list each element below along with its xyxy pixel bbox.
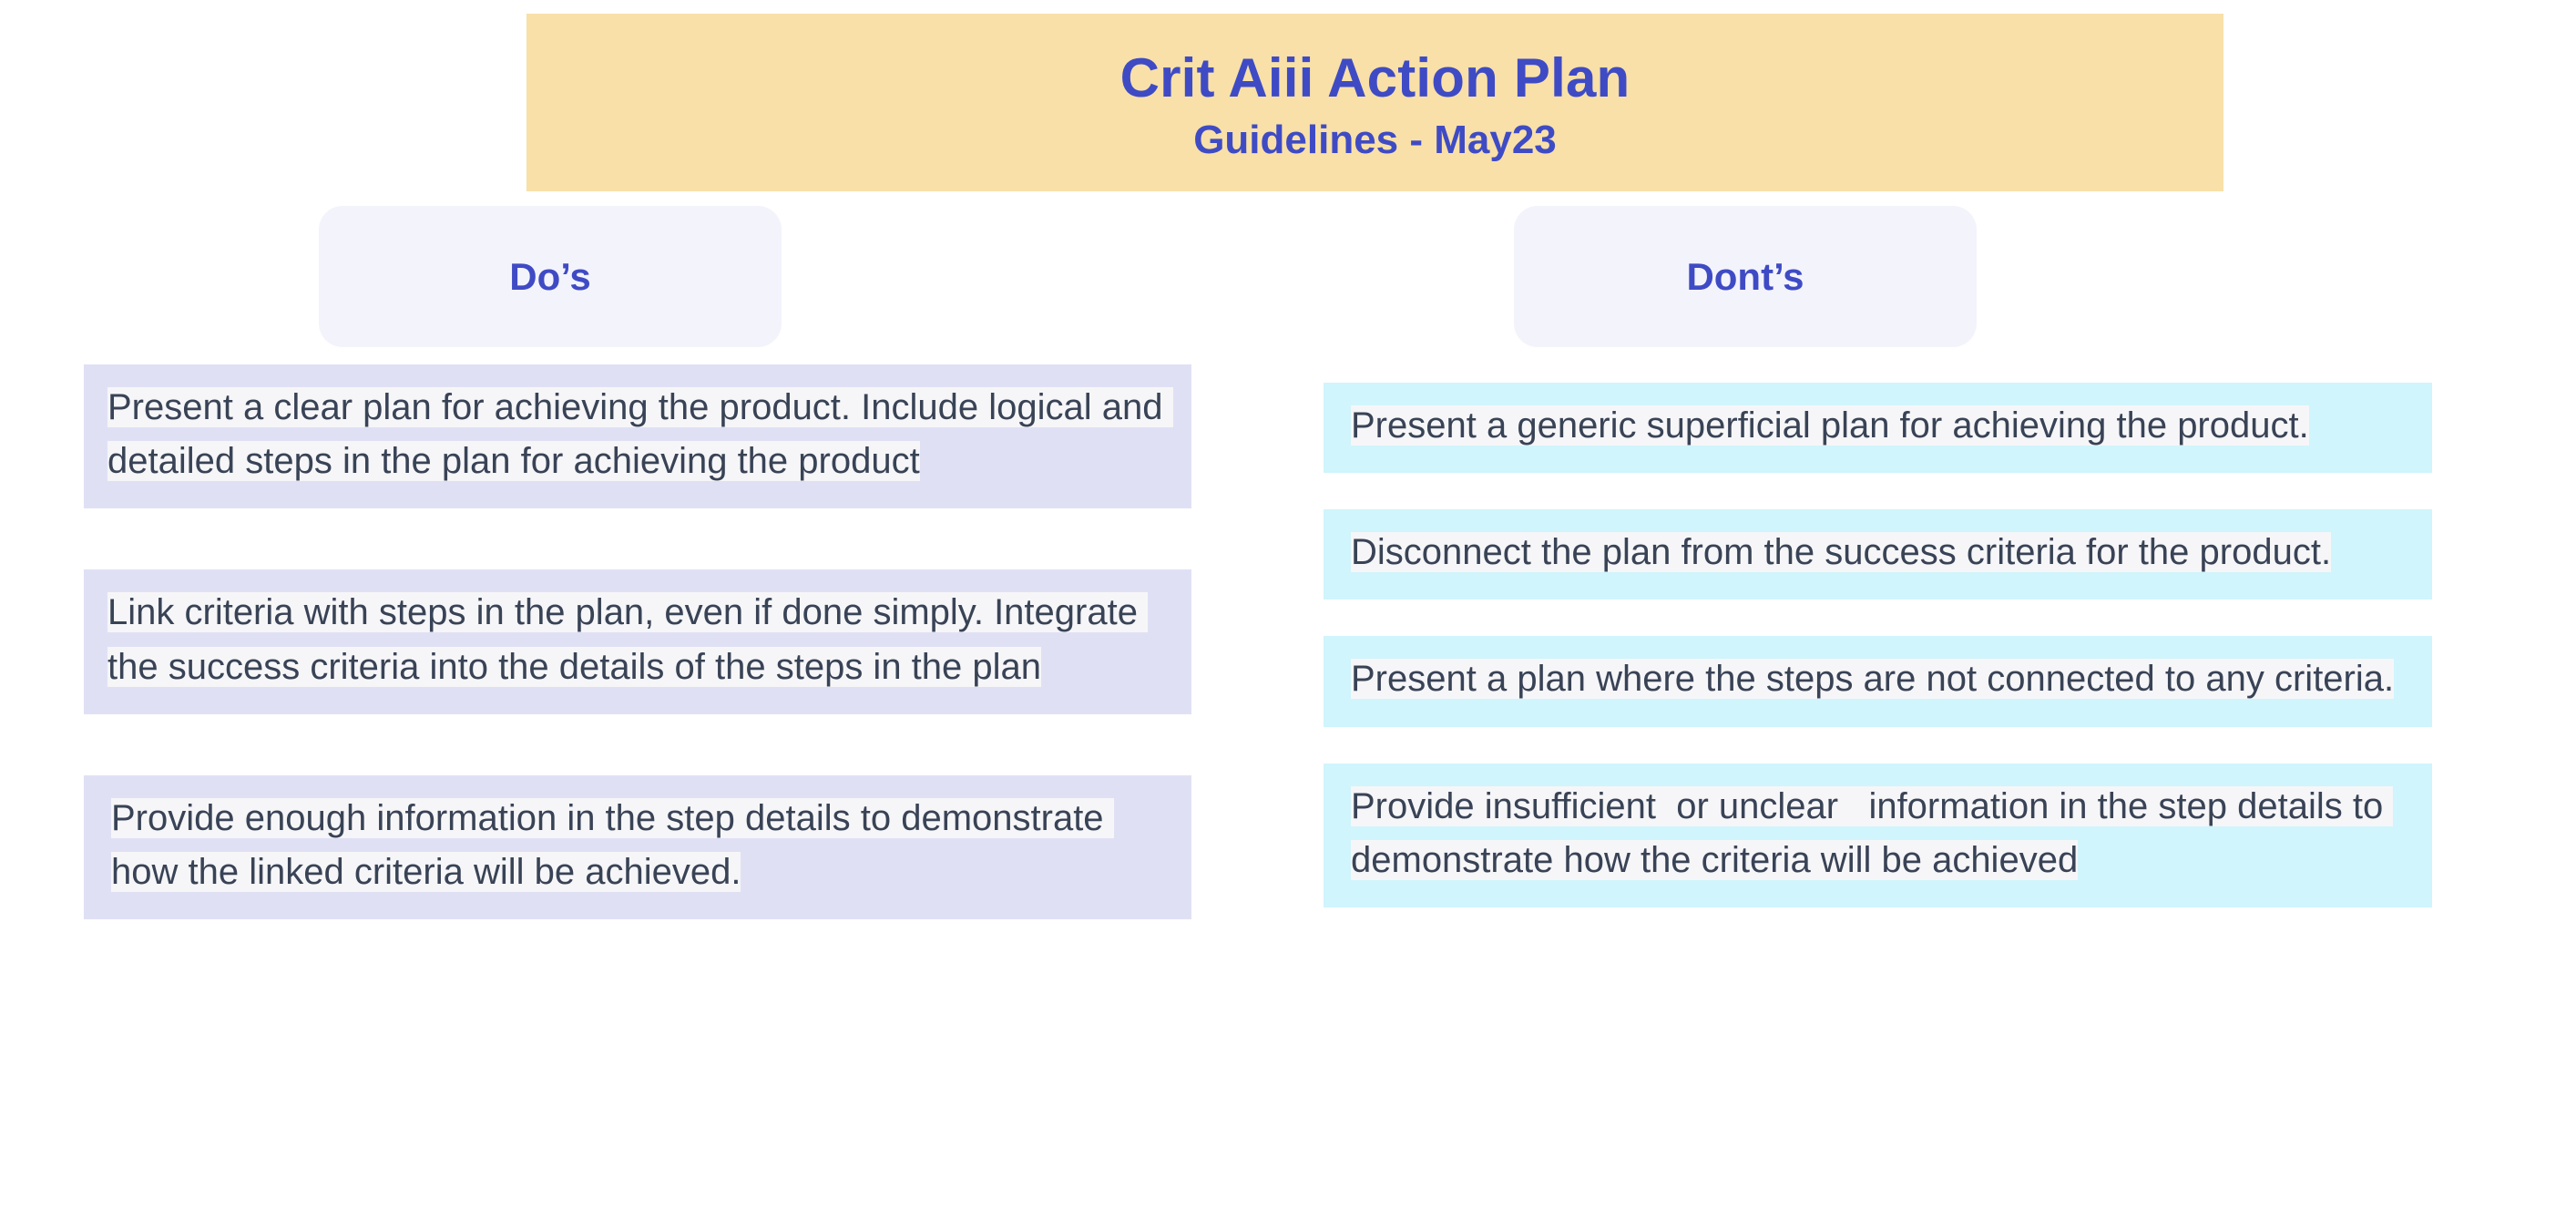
donts-card-text-wrap: Provide insufficient or unclear informat… <box>1324 780 2432 887</box>
column-heading-dos: Do’s <box>319 206 782 347</box>
dos-card-text-wrap: Provide enough information in the step d… <box>84 792 1191 899</box>
column-heading-donts-label: Dont’s <box>1686 254 1804 298</box>
donts-card-text-wrap: Present a generic superficial plan for a… <box>1324 399 2432 453</box>
dos-card-text-wrap: Present a clear plan for achieving the p… <box>84 381 1191 488</box>
page-subtitle: Guidelines - May23 <box>1193 117 1557 162</box>
donts-card-text: Provide insufficient or unclear informat… <box>1351 785 2394 880</box>
dos-card-text: Present a clear plan for achieving the p… <box>107 387 1173 482</box>
dos-card-text: Link criteria with steps in the plan, ev… <box>107 592 1149 687</box>
column-heading-dos-label: Do’s <box>509 254 591 298</box>
dos-card: Link criteria with steps in the plan, ev… <box>84 569 1191 714</box>
donts-card-text-wrap: Disconnect the plan from the success cri… <box>1324 526 2432 579</box>
donts-card-text: Present a generic superficial plan for a… <box>1351 405 2309 446</box>
column-heading-donts: Dont’s <box>1514 206 1977 347</box>
donts-card: Present a generic superficial plan for a… <box>1324 383 2432 474</box>
donts-card-text-wrap: Present a plan where the steps are not c… <box>1324 652 2432 706</box>
donts-card: Disconnect the plan from the success cri… <box>1324 509 2432 600</box>
dos-card: Present a clear plan for achieving the p… <box>84 364 1191 509</box>
dos-column: Present a clear plan for achieving the p… <box>84 364 1191 920</box>
donts-column: Present a generic superficial plan for a… <box>1324 383 2432 907</box>
donts-card: Provide insufficient or unclear informat… <box>1324 763 2432 907</box>
donts-card-text: Disconnect the plan from the success cri… <box>1351 532 2332 573</box>
donts-card: Present a plan where the steps are not c… <box>1324 636 2432 727</box>
dos-card: Provide enough information in the step d… <box>84 774 1191 920</box>
header-banner: Crit Aiii Action Plan Guidelines - May23 <box>526 14 2223 191</box>
dos-card-text-wrap: Link criteria with steps in the plan, ev… <box>84 586 1191 693</box>
page-title: Crit Aiii Action Plan <box>1119 46 1630 108</box>
dos-card-text: Provide enough information in the step d… <box>111 797 1114 892</box>
donts-card-text: Present a plan where the steps are not c… <box>1351 659 2395 700</box>
